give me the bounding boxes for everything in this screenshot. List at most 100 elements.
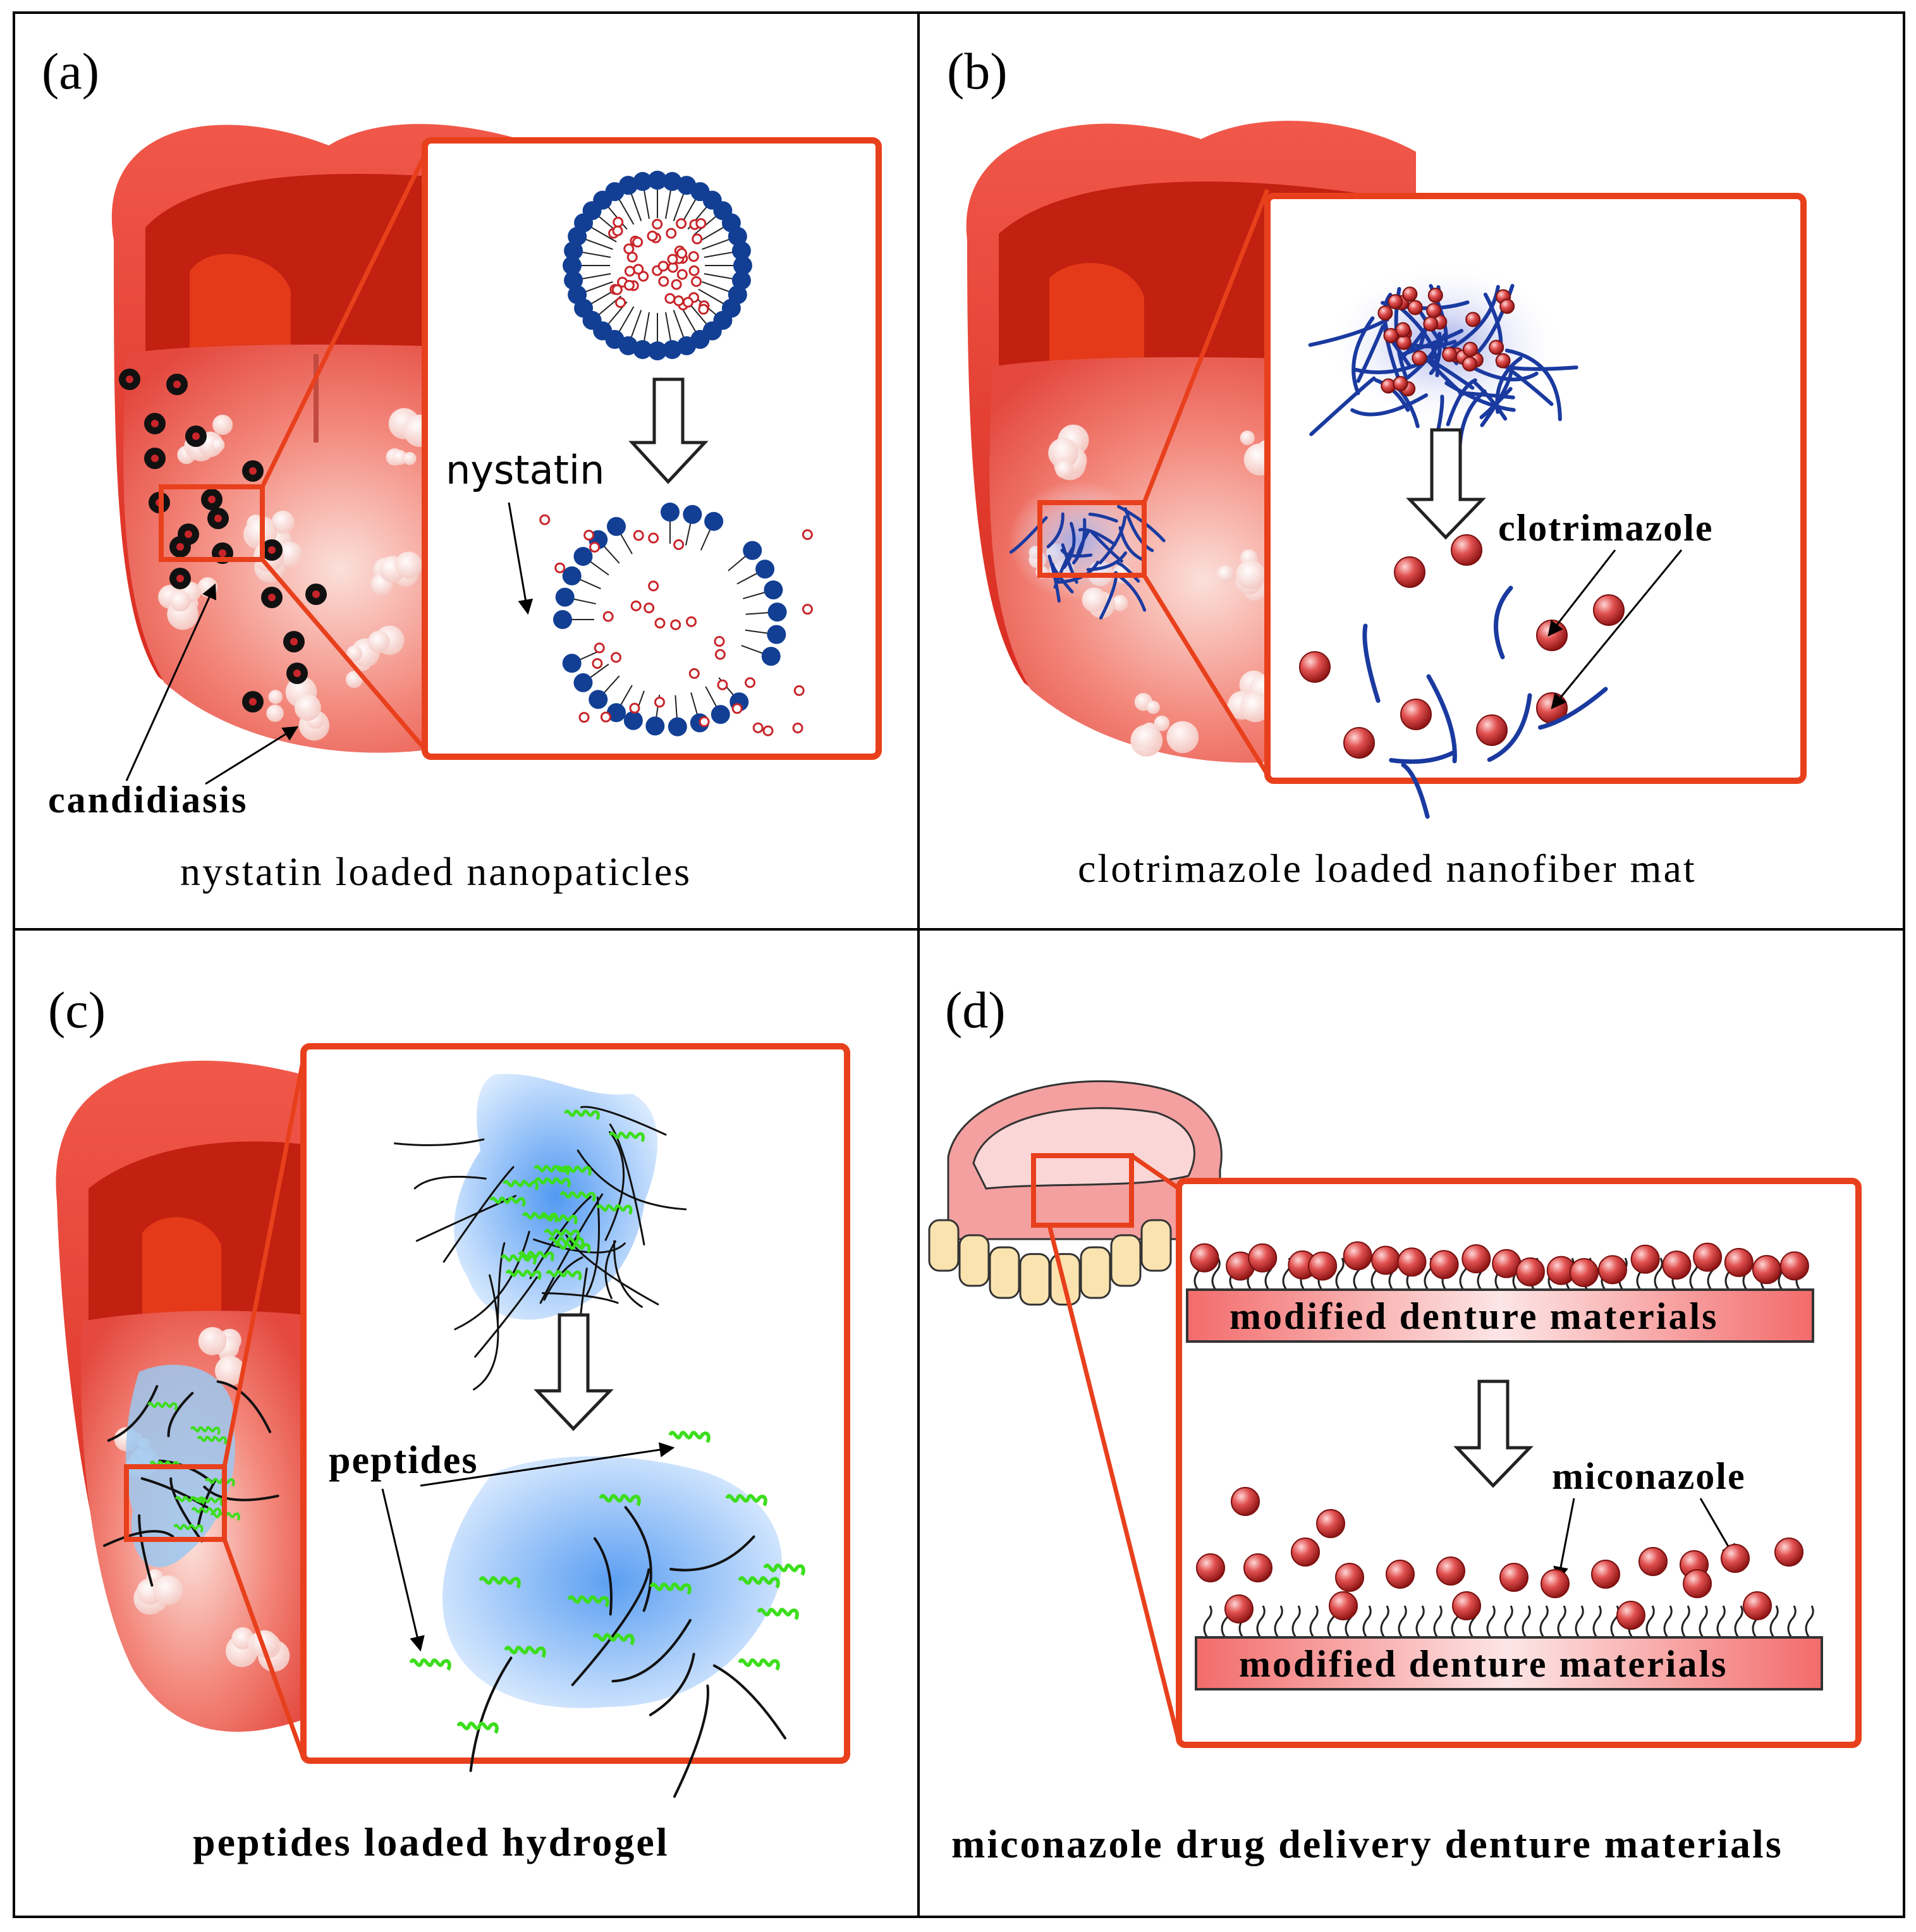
panel-c-tag: (c) xyxy=(48,981,106,1039)
lipid-head xyxy=(761,647,781,666)
ligand xyxy=(1734,1605,1743,1638)
drug-particle xyxy=(1386,1560,1415,1589)
lipid-head xyxy=(553,610,572,629)
drug-molecule xyxy=(686,616,697,627)
fiber xyxy=(1389,750,1456,764)
lipid-head xyxy=(648,171,667,190)
candida-patch xyxy=(395,551,422,579)
candida-nucleus xyxy=(208,496,216,503)
ligand xyxy=(1663,1605,1673,1638)
panel-d-tag: (d) xyxy=(945,981,1006,1039)
peptide xyxy=(504,1646,546,1658)
drug-particle xyxy=(1316,1509,1345,1538)
zoom-box xyxy=(1031,1153,1134,1228)
drug-molecule xyxy=(793,685,805,696)
drug-molecule xyxy=(682,297,693,308)
fiber xyxy=(593,1537,613,1616)
drug-molecule xyxy=(673,539,685,551)
drug-particle xyxy=(1343,1241,1372,1271)
substrate-top xyxy=(1186,1288,1814,1343)
drug-particle xyxy=(1465,312,1481,327)
drug-particle xyxy=(1451,534,1482,566)
lipid-head xyxy=(564,241,583,260)
drug-molecule xyxy=(624,266,635,277)
drug-molecule xyxy=(583,530,595,541)
liposome-intact xyxy=(563,171,752,360)
candida-nucleus xyxy=(290,638,298,645)
drug-particle xyxy=(1381,378,1396,394)
drug-particle xyxy=(1495,353,1511,369)
drug-particle xyxy=(1662,1250,1692,1280)
fiber xyxy=(1350,393,1429,417)
drug-particle xyxy=(1541,1569,1570,1598)
ligand xyxy=(1522,1605,1531,1638)
drug-particle xyxy=(1343,727,1375,759)
peptide xyxy=(518,1250,554,1262)
candida-nucleus xyxy=(176,575,184,582)
drug-particle xyxy=(1329,1591,1358,1620)
drug-molecule xyxy=(629,702,640,714)
peptide xyxy=(555,1165,592,1177)
fiber xyxy=(611,1618,692,1683)
drug-molecule xyxy=(611,284,623,295)
liposome-disrupted xyxy=(539,503,813,737)
fiber xyxy=(609,1123,645,1246)
lipid-head xyxy=(662,339,682,359)
hydrogel-on-tongue xyxy=(103,1380,279,1587)
drug-molecule xyxy=(664,293,676,304)
drug-molecule xyxy=(717,679,728,690)
fiber xyxy=(1362,623,1381,703)
drug-particle xyxy=(1397,1247,1427,1277)
drug-molecule xyxy=(612,225,623,236)
lipid-head xyxy=(563,256,582,275)
drug-molecule xyxy=(802,529,813,541)
drug-molecule xyxy=(633,530,644,541)
drug-particle xyxy=(1429,1250,1459,1280)
drug-molecule xyxy=(792,723,803,734)
fiber xyxy=(604,1240,617,1299)
ligand xyxy=(1274,1605,1283,1638)
panel-b: (b) clotrimazole clotrimazole loaded nan… xyxy=(947,42,1807,891)
drug-particle xyxy=(1630,1244,1660,1274)
drug-molecule xyxy=(630,600,642,611)
drug-particle xyxy=(1638,1547,1668,1576)
lipid-head xyxy=(618,176,638,195)
candida-patch xyxy=(1055,460,1074,479)
fiber xyxy=(604,1131,625,1241)
drug-molecule xyxy=(670,619,681,630)
fiber xyxy=(585,1196,601,1296)
drug-molecule xyxy=(647,230,658,242)
drug-molecule xyxy=(613,216,624,228)
drug-molecule xyxy=(802,604,813,615)
fiber xyxy=(1504,348,1562,422)
candida-patch xyxy=(1048,437,1079,468)
lipid-head xyxy=(562,566,582,585)
ligand xyxy=(1504,1605,1513,1638)
candida-nucleus xyxy=(312,590,320,598)
drug-molecule xyxy=(667,254,678,265)
ligand xyxy=(1433,1605,1443,1638)
peptide xyxy=(668,1431,711,1443)
drug-particle xyxy=(1299,651,1331,683)
candida-patch xyxy=(346,645,362,661)
ligand xyxy=(1415,1605,1425,1638)
candida-patch xyxy=(1154,715,1170,731)
drug-particle xyxy=(1426,303,1442,319)
candida-patch xyxy=(212,414,233,435)
drug-molecule xyxy=(692,233,703,245)
drug-particle xyxy=(1476,714,1508,746)
fiber xyxy=(1078,528,1117,546)
drug-molecule xyxy=(688,251,699,262)
miconazole-label: miconazole xyxy=(1552,1455,1746,1497)
drug-particle xyxy=(1377,305,1393,321)
drug-particle xyxy=(1442,346,1458,362)
drug-molecule xyxy=(554,562,566,573)
fiber xyxy=(669,1535,755,1572)
released-peptides xyxy=(409,1431,805,1798)
bound-drug-top xyxy=(1190,1241,1809,1287)
ligand xyxy=(1380,1605,1389,1638)
panel-c: (c) peptides peptides loaded hydrogel xyxy=(48,981,850,1864)
substrate-bottom-label: modified denture materials xyxy=(1239,1643,1728,1685)
drug-molecule xyxy=(673,295,685,307)
ligand xyxy=(1486,1605,1496,1638)
